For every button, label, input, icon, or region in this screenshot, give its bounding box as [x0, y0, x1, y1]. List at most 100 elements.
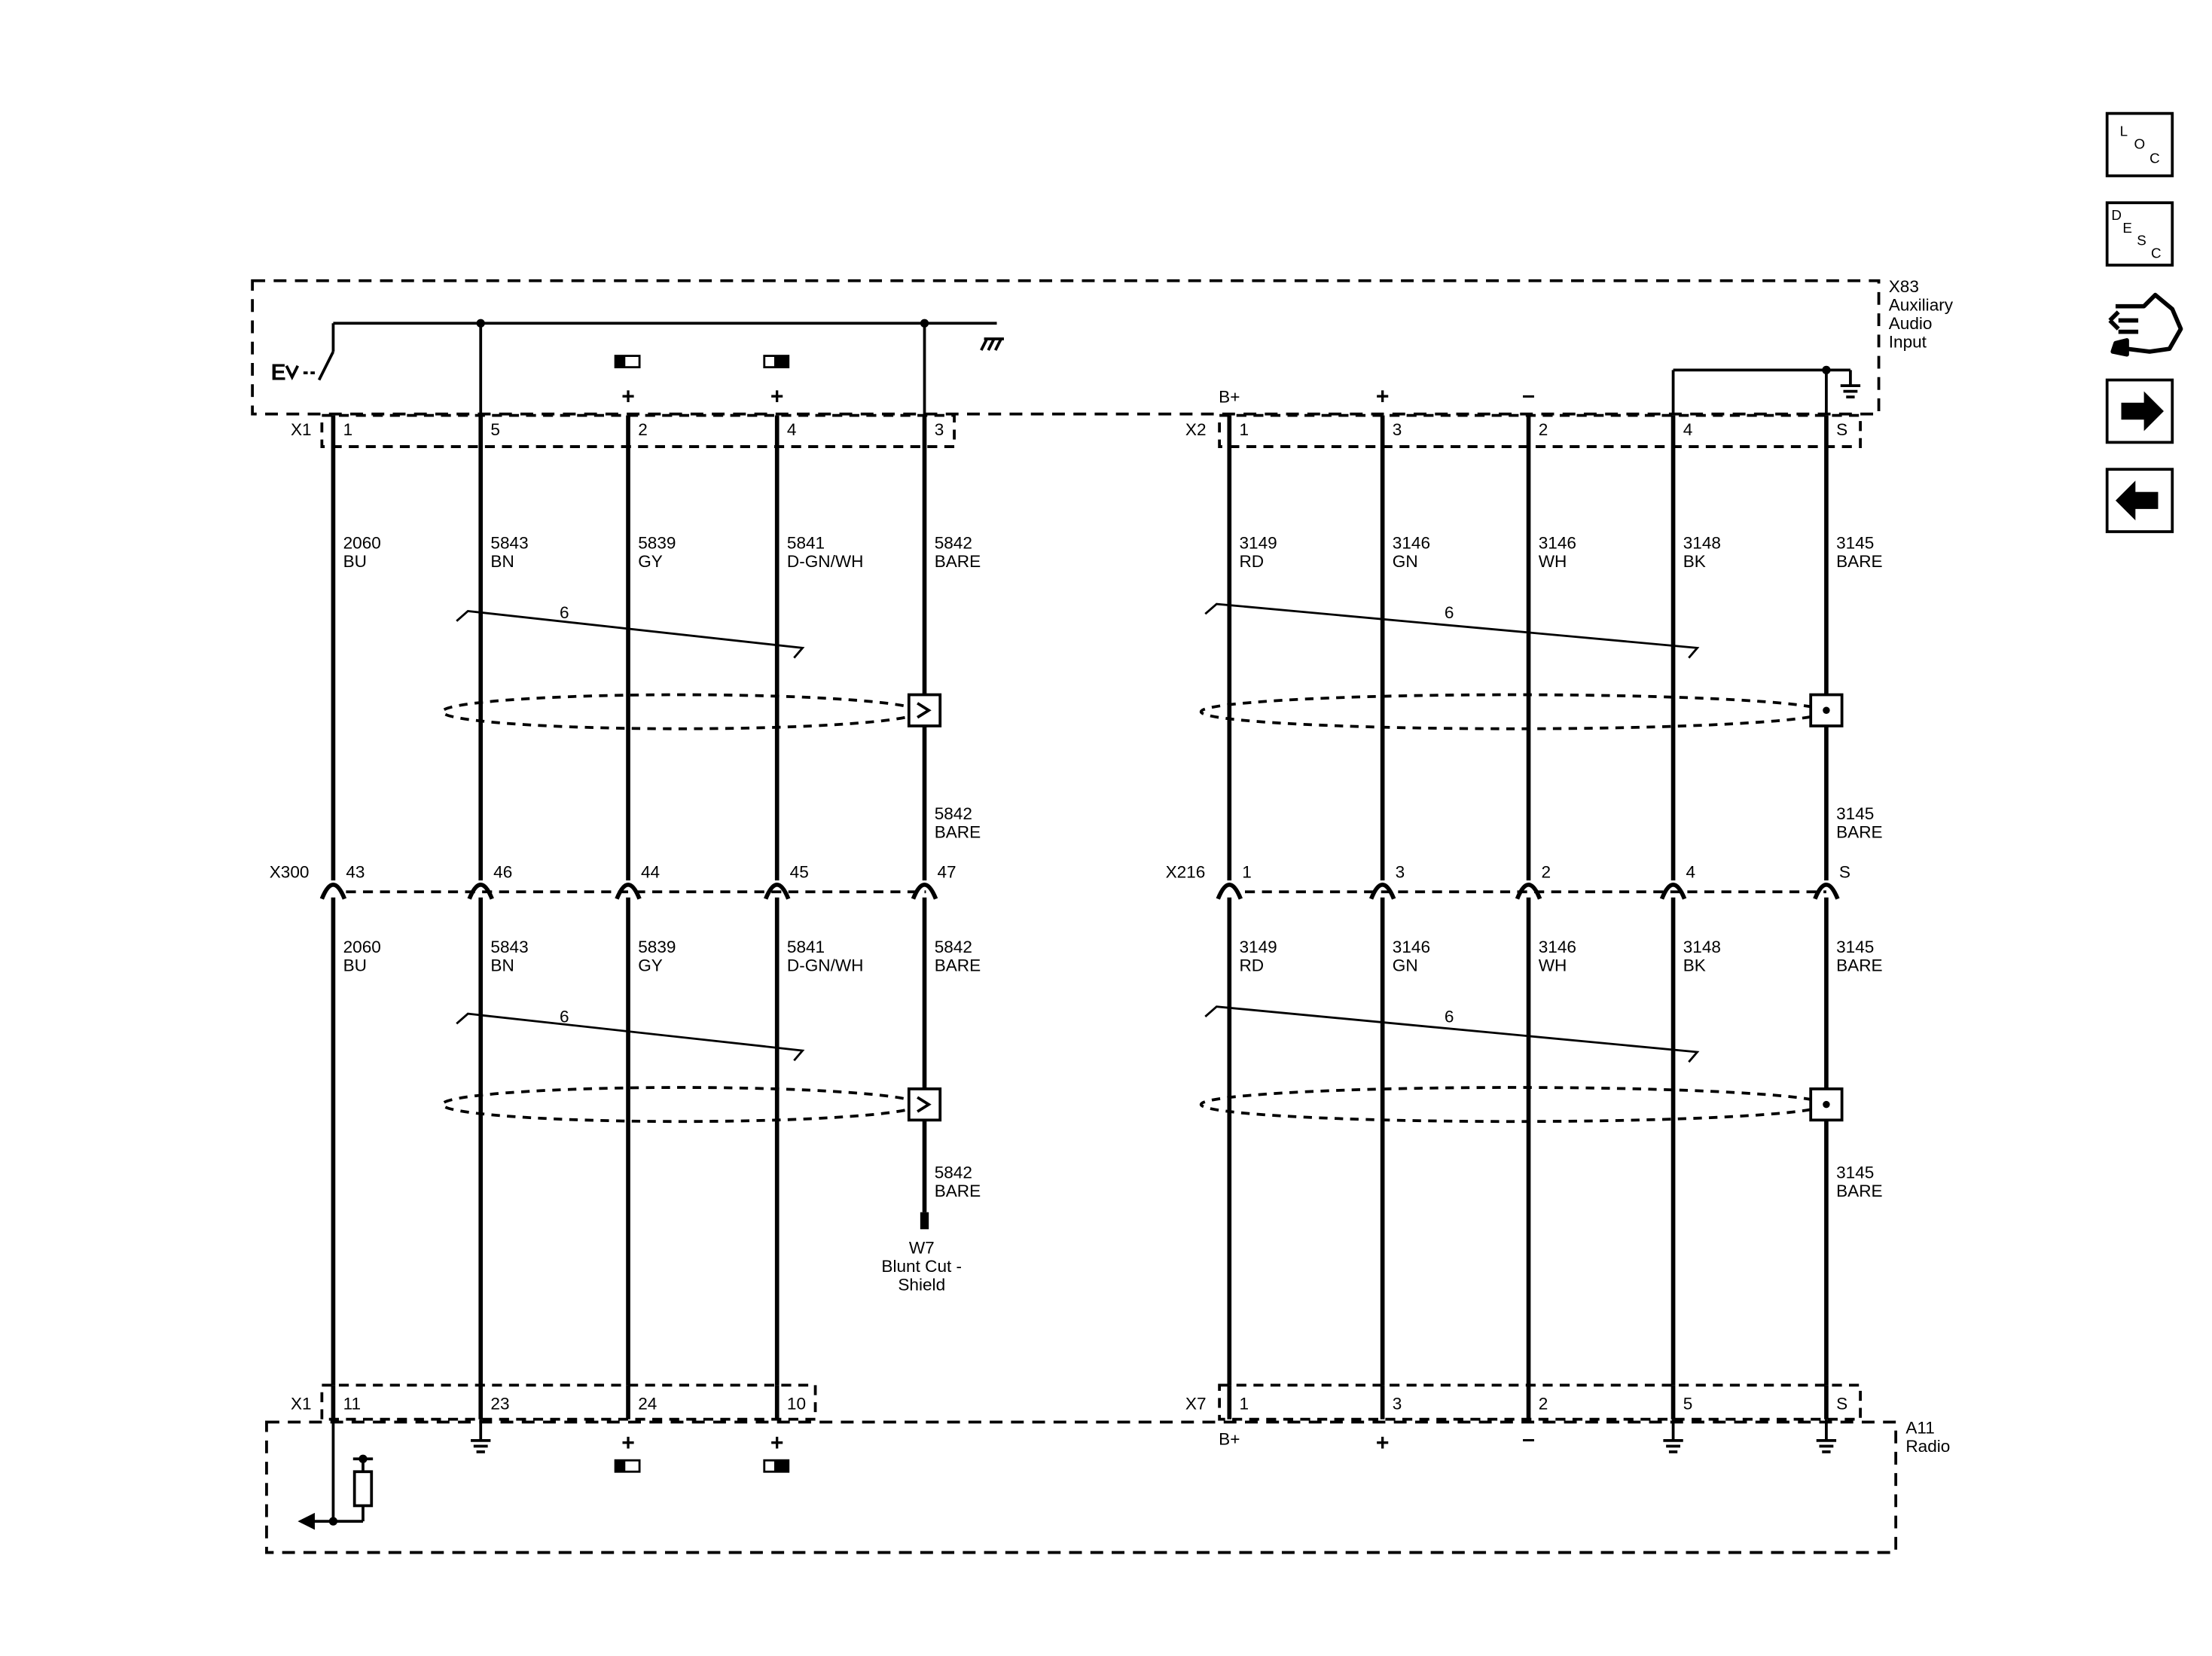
- audio-signal-icon: [763, 355, 790, 369]
- x1-top-connector: [320, 413, 956, 448]
- wire-color: BK: [1683, 956, 1706, 975]
- ground-icon: [471, 1419, 491, 1453]
- bottom-pin-number: 3: [1393, 1394, 1402, 1413]
- shield-ellipse: [1199, 1086, 1826, 1124]
- top-pin-number: 4: [787, 420, 797, 439]
- circuit-number: 2060: [343, 938, 381, 956]
- circuit-number: 5842: [935, 1163, 972, 1182]
- inline-pin-number: 43: [346, 862, 365, 881]
- x1-bottom-label: X1: [291, 1394, 312, 1413]
- wire-color: RD: [1239, 956, 1264, 975]
- wire-color: D-GN/WH: [787, 552, 864, 571]
- inline-pin-number: 47: [937, 862, 956, 881]
- x1-pin-10-polarity: +: [770, 1431, 784, 1456]
- chassis-ground-icon: [980, 337, 1004, 351]
- bottom-pin-number: 24: [638, 1394, 657, 1413]
- wire-color: WH: [1539, 552, 1567, 571]
- bottom-pin-number: S: [1836, 1394, 1847, 1413]
- inline-pin-number: 44: [641, 862, 660, 881]
- w7-desc-line-1: Blunt Cut -: [881, 1257, 962, 1276]
- x300-label: X300: [270, 862, 310, 881]
- loc-icon: L O C: [2120, 124, 2160, 166]
- a11-internal-circuit: [312, 1419, 374, 1523]
- wire-color: BARE: [1836, 956, 1882, 975]
- wire-color: BN: [490, 956, 514, 975]
- bottom-pin-number: 2: [1539, 1394, 1548, 1413]
- w7-label: W7: [909, 1238, 935, 1257]
- x83-desc-line-1: Auxiliary: [1889, 295, 1954, 314]
- pull-up-resistor-icon: [352, 1470, 374, 1508]
- inline-terminal-icon: [467, 883, 494, 900]
- twist-count-label: 6: [1445, 1007, 1454, 1026]
- component-a11: A11 Radio: [265, 1418, 1950, 1554]
- x2-label: X2: [1185, 420, 1207, 439]
- shield-ellipse: [441, 1086, 920, 1124]
- blunt-cut-end-icon: [920, 1212, 929, 1230]
- wire-color: BN: [490, 552, 514, 571]
- signal-direction-arrow-icon: [297, 1512, 315, 1530]
- top-pin-number: 1: [1239, 420, 1249, 439]
- top-pin-number: 3: [1393, 420, 1402, 439]
- top-pin-number: 5: [490, 420, 500, 439]
- inline-terminal-icon: [764, 883, 791, 900]
- wire-color: GN: [1393, 956, 1418, 975]
- bottom-pin-number: 23: [490, 1394, 509, 1413]
- circuit-number: 3146: [1393, 534, 1430, 553]
- loc-button[interactable]: L O C: [2105, 111, 2174, 178]
- circuit-number: 5842: [935, 938, 972, 956]
- wire-color: BARE: [935, 552, 981, 571]
- connector-view-icon: [2108, 292, 2183, 357]
- loc-letter-c: C: [2149, 151, 2160, 166]
- x7-pin-2-polarity: –: [1522, 1426, 1535, 1451]
- audio-signal-icon: [614, 1459, 641, 1473]
- inline-pin-number: S: [1839, 862, 1850, 881]
- x2-connector: [1218, 413, 1862, 448]
- shield-ellipse: [441, 693, 920, 730]
- x7-label: X7: [1185, 1394, 1207, 1413]
- inline-pin-number: 45: [790, 862, 809, 881]
- shield-ellipse: [1199, 693, 1826, 730]
- component-x83: X83 Auxiliary Audio Input: [251, 277, 1954, 416]
- inline-pin-number: 1: [1242, 862, 1252, 881]
- circuit-number: 5842: [935, 534, 972, 553]
- wire-color: D-GN/WH: [787, 956, 864, 975]
- switch-e-glyph: E: [271, 361, 286, 386]
- wire-color: GN: [1393, 552, 1418, 571]
- wire-color: BU: [343, 956, 367, 975]
- inline-terminal-icon: [615, 883, 642, 900]
- top-pin-number: 3: [935, 420, 944, 439]
- top-pin-number: S: [1836, 420, 1847, 439]
- wire-color: BARE: [935, 956, 981, 975]
- next-page-button[interactable]: [2105, 378, 2174, 444]
- circuit-number: 3145: [1836, 534, 1874, 553]
- x7-pin-3-polarity: +: [1376, 1431, 1390, 1456]
- connector-strips: [320, 413, 1862, 1421]
- inline-terminal-icon: [1659, 883, 1687, 900]
- previous-page-button[interactable]: [2105, 468, 2174, 533]
- twist-count-label: 6: [560, 1007, 569, 1026]
- x83-desc-line-2: Audio: [1889, 314, 1933, 333]
- a11-label: A11: [1905, 1418, 1935, 1437]
- connector-view-button[interactable]: [2108, 292, 2183, 357]
- wire-color: BARE: [935, 823, 981, 842]
- circuit-number: 2060: [343, 534, 381, 553]
- bottom-pin-number: 10: [787, 1394, 806, 1413]
- ground-icon: [1663, 1419, 1683, 1453]
- desc-button[interactable]: D E S C: [2105, 201, 2174, 267]
- inline-pin-number: 3: [1396, 862, 1405, 881]
- desc-letter-d: D: [2111, 207, 2122, 223]
- x83-label: X83: [1889, 277, 1919, 296]
- top-pin-number: 2: [1539, 420, 1548, 439]
- x1-bottom-connector: [320, 1383, 817, 1421]
- wire-color: BARE: [1836, 552, 1882, 571]
- x1-pin-2-polarity: +: [621, 385, 635, 410]
- x83-internal-circuit: [317, 322, 1852, 416]
- bottom-pin-number: 5: [1683, 1394, 1693, 1413]
- inline-terminal-icon: [911, 883, 938, 900]
- top-pin-number: 2: [638, 420, 648, 439]
- circuit-number: 3146: [1539, 938, 1576, 956]
- circuit-number: 5839: [638, 534, 676, 553]
- wire-color: GY: [638, 552, 663, 571]
- x1-pin-4-polarity: +: [770, 385, 784, 410]
